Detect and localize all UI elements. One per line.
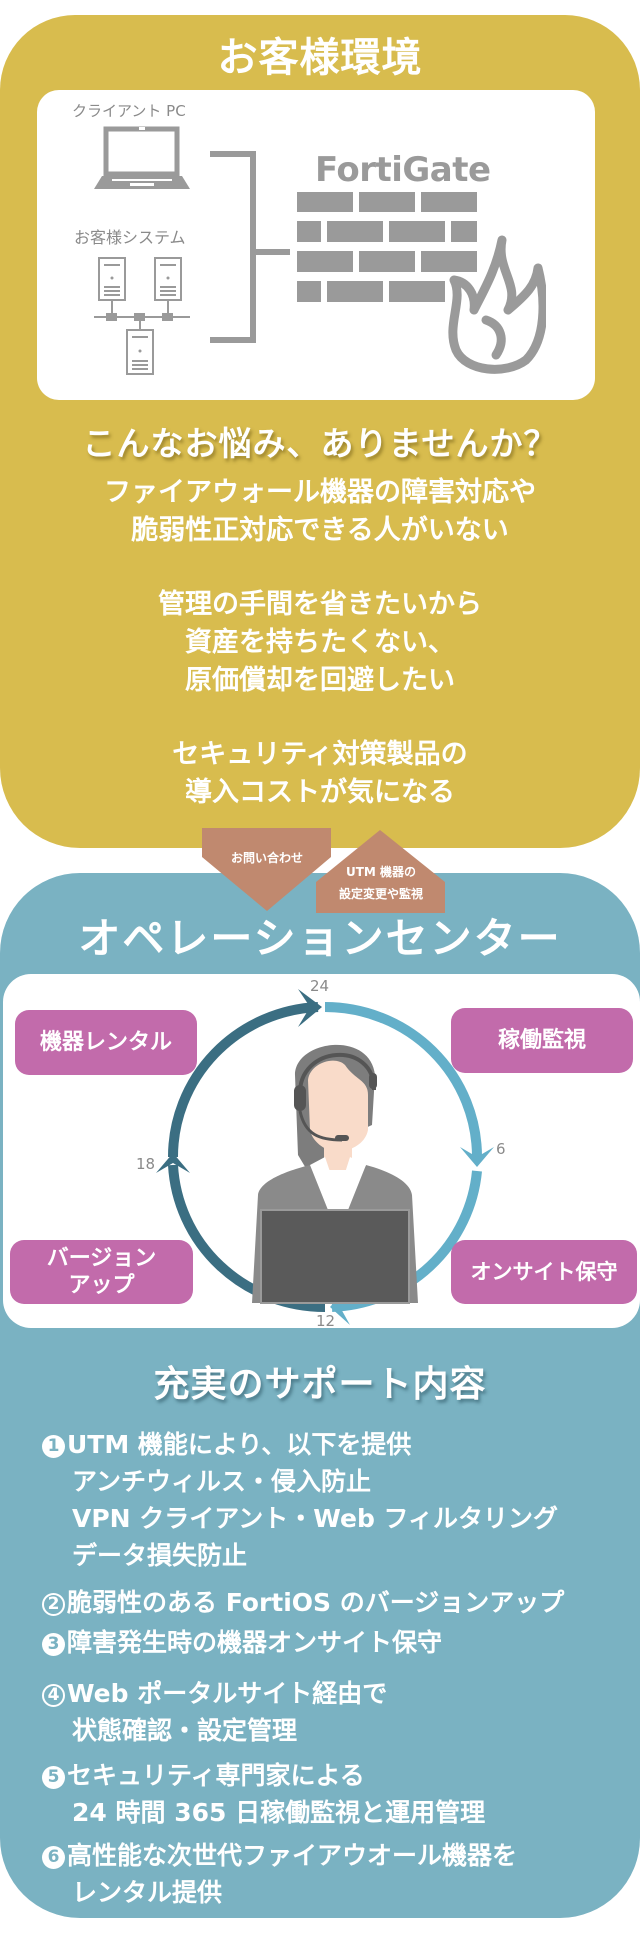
support-item-text: セキュリティ専門家による	[67, 1761, 365, 1790]
laptop-icon	[94, 126, 190, 189]
service-label: 機器レンタル	[39, 1030, 172, 1055]
support-item-subline: VPN クライアント・Web フィルタリング	[72, 1504, 559, 1533]
support-heading: 充実のサポート内容	[153, 1364, 487, 1405]
cycle-arrowhead-left	[156, 1153, 190, 1173]
monitoring-label-line: 設定変更や監視	[338, 887, 423, 901]
worry-line: 原価償却を回避したい	[185, 665, 455, 696]
support-item-text: 脆弱性のある FortiOS のバージョンアップ	[67, 1588, 565, 1617]
inquiry-down-arrow	[202, 828, 331, 911]
support-item-subline: レンタル提供	[72, 1878, 223, 1907]
server-network-icon	[94, 257, 190, 375]
worry-line: ファイアウォール機器の障害対応や	[104, 477, 536, 508]
service-label: バージョン	[46, 1246, 157, 1271]
support-item-text: UTM 機能により、以下を提供	[67, 1430, 412, 1459]
worry-line: 導入コストが気になる	[185, 777, 455, 808]
worries-heading: こんなお悩み、ありませんか？	[82, 424, 558, 463]
support-item-text: 高性能な次世代ファイアウオール機器を	[67, 1841, 518, 1870]
connector-bracket	[210, 151, 290, 343]
client-pc-label: クライアント PC	[72, 102, 186, 120]
worry-item: ファイアウォール機器の障害対応や 脆弱性正対応できる人がいない	[0, 474, 640, 550]
number-badge-4: 4	[42, 1684, 65, 1707]
worry-line: セキュリティ対策製品の	[172, 739, 468, 770]
monitoring-label: UTM 機器の 設定変更や監視	[316, 861, 446, 905]
operator-icon	[252, 1044, 418, 1304]
hour-label-6: 6	[496, 1140, 506, 1158]
service-label: アップ	[68, 1273, 135, 1298]
support-item-subline: アンチウィルス・侵入防止	[72, 1467, 372, 1496]
support-item-subline: 24 時間 365 日稼働監視と運用管理	[72, 1798, 486, 1827]
customer-environment-title: お客様環境	[217, 35, 423, 81]
service-version-upgrade: バージョン アップ	[10, 1240, 193, 1304]
cycle-arrowhead-right	[460, 1147, 494, 1167]
worry-line: 脆弱性正対応できる人がいない	[131, 515, 509, 546]
worry-item: 管理の手間を省きたいから 資産を持ちたくない、 原価償却を回避したい	[0, 586, 640, 700]
hour-label-18: 18	[136, 1155, 156, 1173]
inquiry-label: お問い合わせ	[230, 851, 303, 865]
service-equipment-rental: 機器レンタル	[15, 1010, 197, 1075]
number-badge-2: 2	[42, 1593, 65, 1616]
worry-item: セキュリティ対策製品の 導入コストが気になる	[0, 736, 640, 812]
fortigate-label: FortiGate	[315, 150, 491, 190]
support-item-subline: データ損失防止	[72, 1541, 248, 1570]
service-label: 稼働監視	[497, 1028, 586, 1053]
support-item-text: Web ポータルサイト経由で	[67, 1679, 388, 1708]
support-item-subline: 状態確認・設定管理	[72, 1716, 298, 1745]
worry-line: 管理の手間を省きたいから	[158, 589, 482, 620]
service-uptime-monitoring: 稼働監視	[451, 1008, 633, 1073]
worry-line: 資産を持ちたくない、	[185, 627, 455, 658]
monitoring-label-line: UTM 機器の	[345, 865, 417, 879]
service-label: オンサイト保守	[470, 1259, 618, 1284]
customer-system-label: お客様システム	[74, 228, 186, 247]
number-badge-1: 1	[42, 1435, 65, 1458]
firewall-icon	[297, 192, 546, 374]
number-badge-5: 5	[42, 1766, 65, 1789]
hour-label-24: 24	[310, 977, 330, 995]
support-item-text: 障害発生時の機器オンサイト保守	[67, 1628, 443, 1657]
number-badge-3: 3	[42, 1633, 65, 1656]
number-badge-6: 6	[42, 1846, 65, 1869]
monitoring-up-arrow	[316, 830, 445, 913]
hour-label-12: 12	[316, 1312, 336, 1330]
cycle-arrowhead-top	[298, 989, 322, 1027]
service-onsite-maintenance: オンサイト保守	[451, 1240, 637, 1304]
operation-center-title: オペレーションセンター	[78, 914, 562, 963]
